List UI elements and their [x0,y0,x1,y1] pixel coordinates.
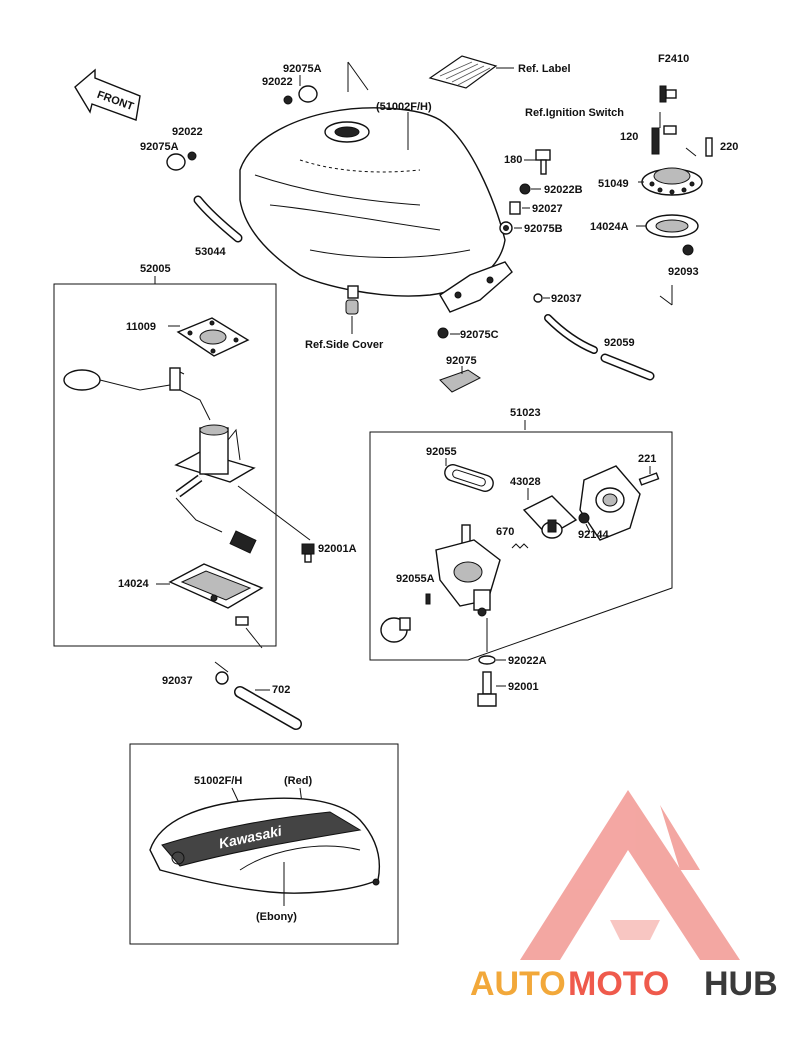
label-92144: 92144 [578,529,609,541]
fuel-pump [174,424,257,554]
gasket-14024 [168,563,264,609]
fuel-cock-lever [380,617,411,643]
label-92055: 92055 [426,446,457,458]
label-inset-ebony: (Ebony) [256,911,297,923]
inset-box-tank-colors [129,743,399,945]
label-702: 702 [272,684,290,696]
label-92001: 92001 [508,681,539,693]
bolt-180 [524,149,551,175]
watermark-hub: HUB [704,965,778,1003]
label-ref-side-cover: Ref.Side Cover [305,339,384,351]
label-inset-51002FH: 51002F/H [194,775,242,787]
ref-label-sticker [428,55,514,89]
label-53044: 53044 [195,246,226,258]
label-92037-right: 92037 [551,293,582,305]
cover-fuel-cock [579,465,641,541]
label-43028: 43028 [510,476,541,488]
label-92075A-left: 92075A [140,141,179,153]
screw-221 [638,472,660,486]
label-92022-top: 92022 [262,76,293,88]
label-92059: 92059 [604,337,635,349]
label-220: 220 [720,141,738,153]
label-92055A: 92055A [396,573,435,585]
cushion-92075C [437,327,460,339]
damper-92075 [439,366,481,393]
cushion-92075B [499,221,522,235]
watermark-logo [520,790,740,960]
label-51049: 51049 [598,178,629,190]
collar-92027 [509,201,530,215]
label-inset-red: (Red) [284,775,312,787]
hose-92059 [544,314,655,381]
label-11009: 11009 [126,321,156,333]
gasket-14024A [645,214,699,238]
label-92037-bottom: 92037 [162,675,193,687]
tank-cap-51049 [641,167,703,196]
cushion-92075A-top [283,75,318,105]
hose-702 [234,686,302,730]
label-92001A: 92001A [318,543,357,555]
watermark-auto: AUTO [470,965,566,1003]
fuel-tank [239,61,506,299]
inset-fuel-tank: Kawasaki [149,797,381,894]
diaphragm-43028 [522,495,578,539]
tank-rear-bracket [439,261,513,313]
screw-220 [705,137,713,157]
label-52005: 52005 [140,263,171,275]
cushion-92075A-left [166,151,197,171]
front-arrow-icon: FRONT [74,68,141,121]
label-51002FH: (51002F/H) [376,101,432,113]
washer-92022A [478,655,506,665]
label-221: 221 [638,453,656,465]
label-92075: 92075 [446,355,477,367]
gasket-92055 [444,464,494,492]
screw-92144 [578,512,591,533]
label-120: 120 [620,131,638,143]
spring-670 [511,543,529,549]
label-92027: 92027 [532,203,563,215]
fuel-level-sender [63,367,211,421]
washer-92022B [519,183,541,195]
bolt-92001 [477,671,506,707]
side-cover-ref [345,299,359,334]
label-ref-ignition-switch: Ref.Ignition Switch [525,107,624,119]
figure-code: F2410 [658,53,689,65]
label-92022A: 92022A [508,655,547,667]
label-14024A: 14024A [590,221,629,233]
label-670: 670 [496,526,514,538]
label-92093: 92093 [668,266,699,278]
bolt-92093 [682,244,694,256]
screw-92001A [301,543,315,563]
label-51023: 51023 [510,407,541,419]
label-180: 180 [504,154,522,166]
hose-53044 [193,195,243,243]
label-92075C: 92075C [460,329,499,341]
fuel-pump-assembly-box [53,283,277,647]
watermark-moto: MOTO [568,965,669,1003]
fuel-cock-body [435,524,501,617]
pump-outlet [235,616,249,626]
label-14024: 14024 [118,578,149,590]
ignition-key-icon [659,85,677,103]
fuel-cock-assembly-box [369,431,673,661]
label-92022B: 92022B [544,184,583,196]
o-ring-92055A [425,593,431,605]
label-ref-label: Ref. Label [518,63,571,75]
label-92075B: 92075B [524,223,563,235]
bolt-120 [651,125,677,155]
label-92075A-top: 92075A [283,63,322,75]
clamp-92037-right [533,293,550,303]
clamp-92037-bottom [214,661,229,685]
label-92022-left: 92022 [172,126,203,138]
gasket-11009 [176,317,250,357]
